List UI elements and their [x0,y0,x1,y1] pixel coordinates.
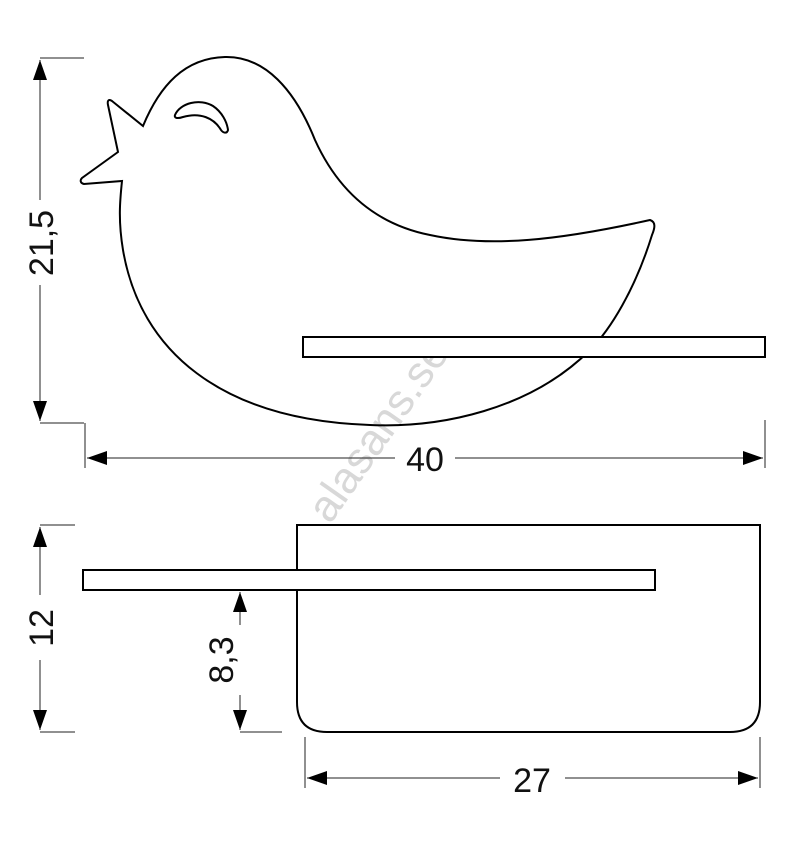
bird-eye [173,101,230,134]
shelf-front [302,336,766,358]
bird-outline [79,55,656,427]
side-height-label: 12 [23,609,61,647]
side-view-body [296,524,761,733]
width-label: 40 [406,441,444,479]
depth-label: 27 [513,762,551,800]
watermark: alasans.se [298,330,459,530]
height-label: 21,5 [23,210,61,276]
side-view-shelf [82,569,656,591]
shelf-height-label: 8,3 [203,636,241,683]
